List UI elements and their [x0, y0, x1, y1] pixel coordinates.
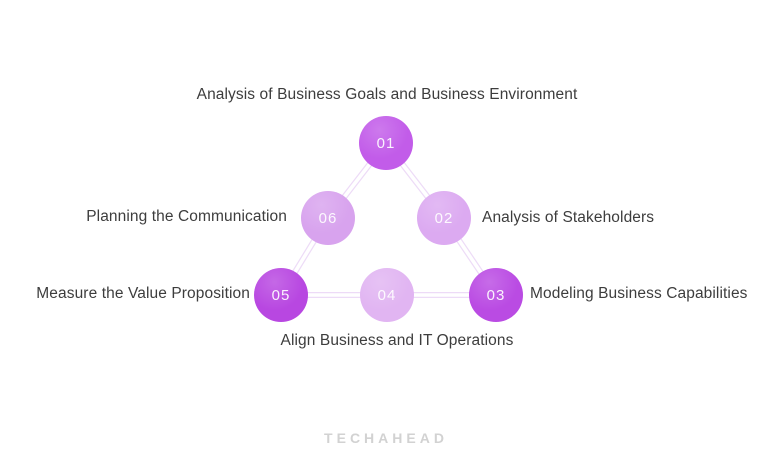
step-number-01: 01	[376, 134, 396, 152]
step-circle-06: 06	[301, 191, 355, 245]
step-number-02: 02	[434, 209, 454, 227]
step-number-04: 04	[377, 286, 397, 304]
step-circle-04: 04	[360, 268, 414, 322]
step-circle-05: 05	[254, 268, 308, 322]
step-circle-02: 02	[417, 191, 471, 245]
step-number-03: 03	[486, 286, 506, 304]
step-circle-01: 01	[359, 116, 413, 170]
step-label-01: Analysis of Business Goals and Business …	[196, 86, 578, 104]
step-label-02: Analysis of Stakeholders	[482, 209, 655, 227]
step-number-06: 06	[318, 209, 338, 227]
techahead-logo: TECHAHEAD	[324, 430, 448, 446]
step-label-05: Measure the Value Proposition	[36, 285, 250, 303]
step-label-04: Align Business and IT Operations	[280, 332, 514, 350]
step-label-06: Planning the Communication	[86, 208, 287, 226]
step-circle-03: 03	[469, 268, 523, 322]
step-number-05: 05	[271, 286, 291, 304]
step-label-03: Modeling Business Capabilities	[530, 285, 748, 303]
